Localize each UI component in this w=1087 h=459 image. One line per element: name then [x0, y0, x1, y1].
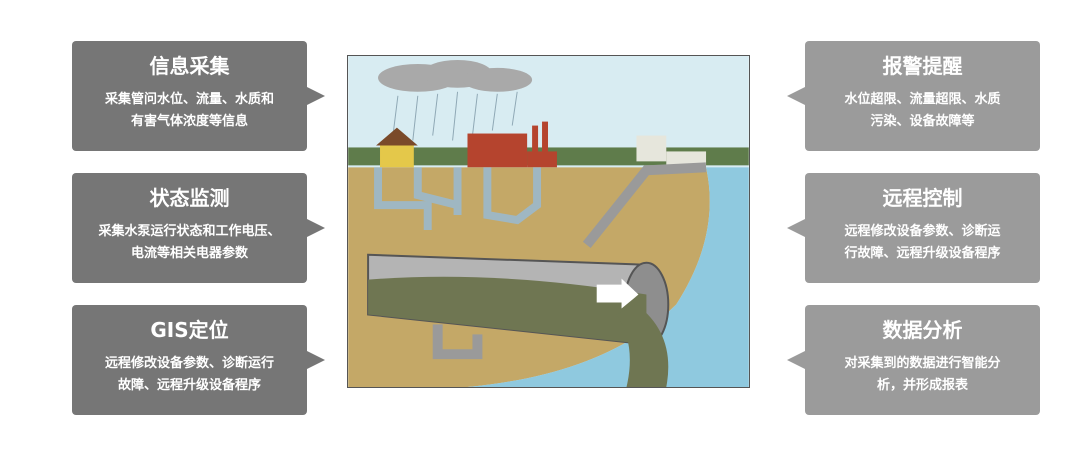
data-analysis-card: 数据分析对采集到的数据进行智能分 析，并形成报表 — [787, 305, 1040, 415]
card-desc: 远程修改设备参数、诊断运 行故障、远程升级设备程序 — [844, 224, 1001, 261]
card-desc: 采集管问水位、流量、水质和 有害气体浓度等信息 — [104, 92, 274, 129]
sewer-pipe — [367, 253, 670, 387]
gis-location-card: GIS定位远程修改设备参数、诊断运行 故障、远程升级设备程序 — [72, 305, 325, 415]
card-desc: 采集水泵运行状态和工作电压、 电流等相关电器参数 — [98, 224, 281, 261]
treatment-plant — [636, 135, 707, 166]
status-monitoring-card: 状态监测采集水泵运行状态和工作电压、 电流等相关电器参数 — [72, 173, 325, 283]
remote-control-card: 远程控制远程修改设备参数、诊断运 行故障、远程升级设备程序 — [787, 173, 1040, 283]
card-title: GIS定位 — [150, 318, 229, 342]
card-desc: 远程修改设备参数、诊断运行 故障、远程升级设备程序 — [104, 356, 274, 393]
card-title: 信息采集 — [149, 54, 230, 78]
info-collection-card: 信息采集采集管问水位、流量、水质和 有害气体浓度等信息 — [72, 41, 325, 151]
card-title: 报警提醒 — [882, 54, 963, 78]
card-title: 状态监测 — [149, 186, 230, 210]
rain-cloud — [378, 59, 533, 92]
alarm-card: 报警提醒水位超限、流量超限、水质 污染、设备故障等 — [787, 41, 1040, 151]
card-title: 数据分析 — [882, 318, 963, 342]
card-desc: 水位超限、流量超限、水质 污染、设备故障等 — [844, 92, 1001, 129]
sewer-pipe-illustration — [347, 55, 750, 388]
factory — [467, 121, 557, 168]
card-desc: 对采集到的数据进行智能分 析，并形成报表 — [844, 356, 1001, 393]
house — [376, 127, 418, 168]
card-title: 远程控制 — [882, 186, 963, 210]
